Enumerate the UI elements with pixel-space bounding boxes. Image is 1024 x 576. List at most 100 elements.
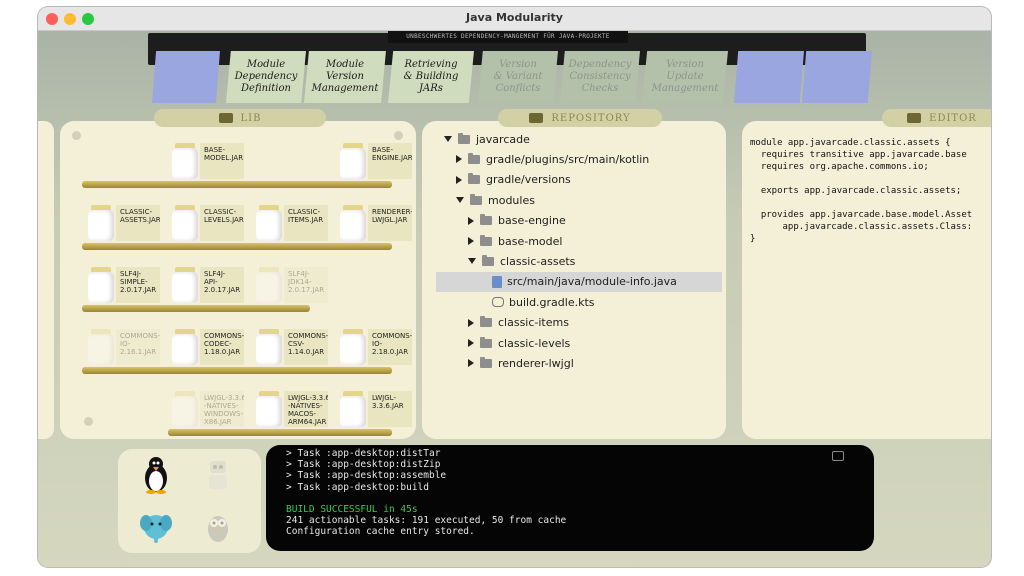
penguin-icon[interactable] (140, 455, 172, 495)
jar-item[interactable]: COMMONS- IO- 2.16.1.JAR (88, 329, 162, 367)
lib-panel: BASE- MODEL.JAR BASE- ENGINE.JAR CLASSIC- … (60, 121, 416, 439)
tree-row[interactable]: classic-items (436, 313, 722, 333)
tab-6[interactable]: Version Update Management (642, 51, 728, 103)
jar-item[interactable]: LWJGL-3.3.6 -NATIVES- MACOS- ARM64.JAR (256, 391, 330, 429)
tree-row[interactable]: classic-assets (436, 251, 722, 271)
title-bar: Java Modularity (38, 7, 991, 31)
tab-1[interactable]: Module Dependency Definition (226, 51, 306, 103)
jar-icon (256, 267, 282, 303)
disclosure-closed-icon[interactable] (456, 155, 462, 164)
tree-label: base-engine (498, 214, 566, 228)
jar-label: COMMONS- CSV- 1.14.0.JAR (284, 329, 328, 365)
tree-row[interactable]: gradle/versions (436, 170, 722, 190)
tab-blue-right-2[interactable] (802, 51, 872, 103)
jar-icon (340, 205, 366, 241)
disclosure-open-icon[interactable] (468, 258, 476, 265)
banner-text: UNBESCHWERTES DEPENDENCY-MANGEMENT FÜR J… (388, 31, 628, 43)
jar-icon (218, 113, 233, 123)
tree-row[interactable]: javarcade (436, 129, 722, 149)
tree-row[interactable]: gradle/plugins/src/main/kotlin (436, 149, 722, 169)
jar-item[interactable]: COMMONS- IO- 2.18.0.JAR (340, 329, 414, 367)
jar-label: RENDERER- LWJGL.JAR (368, 205, 412, 241)
jar-item[interactable]: BASE- MODEL.JAR (172, 143, 246, 181)
tree-row[interactable]: classic-levels (436, 333, 722, 353)
folder-icon (480, 234, 492, 246)
terminal-tool-icon[interactable] (832, 451, 844, 461)
disclosure-open-icon[interactable] (456, 197, 464, 204)
minimize-button[interactable] (64, 13, 76, 25)
jar-label: BASE- ENGINE.JAR (368, 143, 412, 179)
tab-3[interactable]: Retrieving & Building JARs (388, 51, 474, 103)
jar-item[interactable]: LWJGL-3.3.6 -NATIVES- WINDOWS- X86.JAR (172, 391, 246, 429)
tree-row[interactable]: base-engine (436, 211, 722, 231)
jar-label: SLF4J- JDK14- 2.0.17.JAR (284, 267, 328, 303)
jar-item[interactable]: CLASSIC- ITEMS.JAR (256, 205, 330, 243)
java-file-icon (492, 275, 502, 288)
disclosure-closed-icon[interactable] (468, 237, 474, 245)
disclosure-closed-icon[interactable] (468, 216, 474, 225)
tab-label: Retrieving & Building JARs (403, 59, 459, 94)
disclosure-closed-icon[interactable] (468, 318, 474, 327)
jar-item[interactable]: COMMONS- CODEC- 1.18.0.JAR (172, 329, 246, 367)
disclosure-closed-icon[interactable] (456, 175, 462, 184)
tab-blue-left[interactable] (152, 51, 220, 103)
screw (394, 131, 403, 140)
disclosure-open-icon[interactable] (444, 136, 452, 142)
close-button[interactable] (46, 13, 58, 25)
code-editor[interactable]: module app.javarcade.classic.assets { re… (750, 138, 973, 244)
tree-row[interactable]: build.gradle.kts (436, 292, 722, 312)
tab-2[interactable]: Module Version Management (304, 51, 386, 103)
jar-item[interactable]: BASE- ENGINE.JAR (340, 143, 414, 181)
jar-label: SLF4J- API- 2.0.17.JAR (200, 267, 244, 303)
tab-4[interactable]: Version & Variant Conflicts (478, 51, 558, 103)
shelf (82, 305, 310, 312)
jar-item[interactable]: SLF4J- API- 2.0.17.JAR (172, 267, 246, 305)
tab-label: Version & Variant Conflicts (493, 59, 543, 94)
jar-icon (340, 329, 366, 365)
jar-label: LWJGL-3.3.6 -NATIVES- WINDOWS- X86.JAR (200, 391, 244, 427)
jar-icon (172, 205, 198, 241)
tree-row[interactable]: src/main/java/module-info.java (436, 271, 722, 292)
editor-panel: module app.javarcade.classic.assets { re… (742, 121, 991, 439)
shelf (168, 429, 392, 436)
zoom-button[interactable] (82, 13, 94, 25)
terminal-output: > Task :app-desktop:distTar> Task :app-d… (286, 448, 566, 538)
jar-icon (172, 267, 198, 303)
editor-icon (907, 113, 922, 123)
shelf (82, 243, 392, 250)
jar-label: CLASSIC- LEVELS.JAR (200, 205, 244, 241)
jar-item[interactable]: CLASSIC- LEVELS.JAR (172, 205, 246, 243)
folder-icon (468, 152, 480, 164)
jar-label: CLASSIC- ITEMS.JAR (284, 205, 328, 241)
tree-label: classic-items (498, 316, 569, 330)
tree-row[interactable]: base-model (436, 231, 722, 251)
folder-icon (468, 173, 480, 185)
tab-label: Module Version Management (311, 59, 379, 94)
jar-item[interactable]: SLF4J- SIMPLE- 2.0.17.JAR (88, 267, 162, 305)
jar-label: BASE- MODEL.JAR (200, 143, 244, 179)
lib-panel-title: LIB (240, 112, 262, 124)
elephant-icon[interactable] (140, 507, 172, 547)
disclosure-closed-icon[interactable] (468, 359, 474, 368)
jar-item[interactable]: COMMONS- CSV- 1.14.0.JAR (256, 329, 330, 367)
jar-item[interactable]: SLF4J- JDK14- 2.0.17.JAR (256, 267, 330, 305)
disclosure-closed-icon[interactable] (468, 339, 474, 347)
robot-icon[interactable] (202, 455, 234, 495)
jar-label: COMMONS- CODEC- 1.18.0.JAR (200, 329, 244, 365)
tab-5[interactable]: Dependency Consistency Checks (560, 51, 640, 103)
tree-label: javarcade (476, 132, 530, 146)
repository-icon (529, 113, 544, 123)
owl-icon[interactable] (202, 507, 234, 547)
terminal-panel[interactable]: > Task :app-desktop:distTar> Task :app-d… (266, 445, 874, 551)
jar-icon (256, 205, 282, 241)
jar-item[interactable]: RENDERER- LWJGL.JAR (340, 205, 414, 243)
tree-row[interactable]: renderer-lwjgl (436, 353, 722, 373)
terminal-line (286, 493, 566, 504)
jar-item[interactable]: CLASSIC- ASSETS.JAR (88, 205, 162, 243)
tree-row[interactable]: modules (436, 190, 722, 210)
jar-item[interactable]: LWJGL- 3.3.6.JAR (340, 391, 414, 429)
build-tools-panel (118, 449, 261, 553)
jar-icon (256, 329, 282, 365)
tab-label: Version Update Management (651, 59, 719, 94)
tab-blue-right-1[interactable] (734, 51, 804, 103)
